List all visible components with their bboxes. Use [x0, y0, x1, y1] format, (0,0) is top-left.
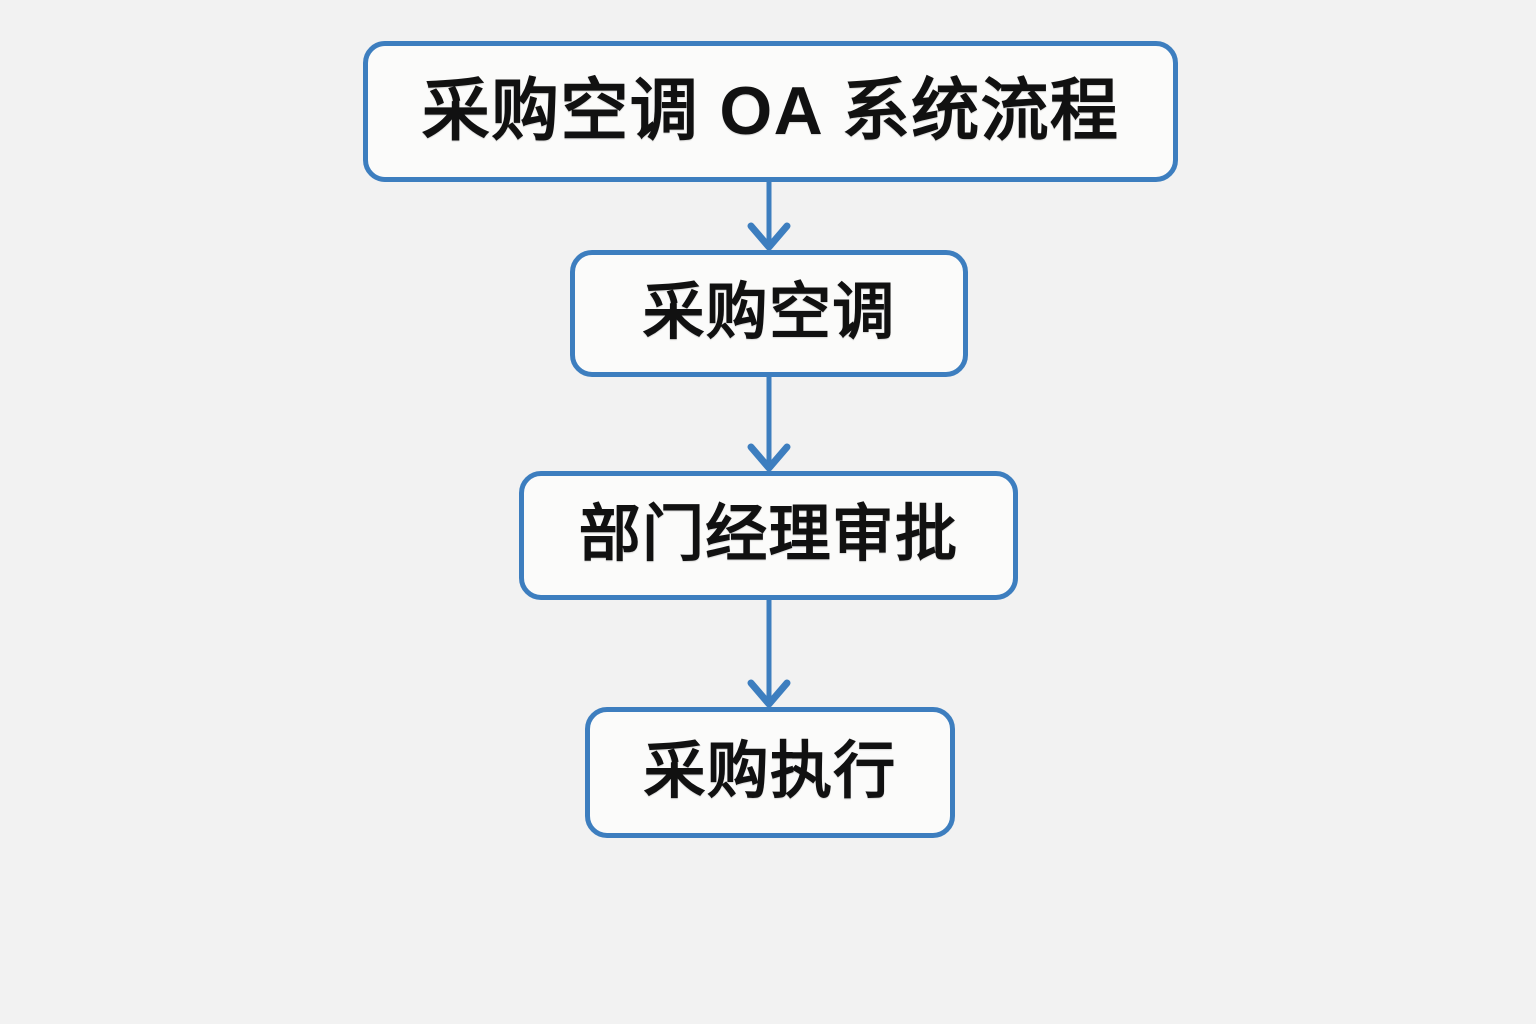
node-purchase-execution[interactable]: 采购执行	[585, 707, 955, 838]
node-manager-approval[interactable]: 部门经理审批	[519, 471, 1018, 600]
arrow-approval-to-execute	[747, 600, 791, 708]
node-title-label: 采购空调 OA 系统流程	[421, 73, 1120, 150]
node-purchase-execution-label: 采购执行	[643, 737, 897, 807]
node-manager-approval-label: 部门经理审批	[578, 500, 959, 570]
node-purchase-request-label: 采购空调	[642, 278, 896, 348]
node-title[interactable]: 采购空调 OA 系统流程	[363, 41, 1178, 182]
arrow-title-to-request	[747, 182, 791, 251]
arrow-request-to-approval	[747, 377, 791, 472]
node-purchase-request[interactable]: 采购空调	[570, 250, 968, 377]
